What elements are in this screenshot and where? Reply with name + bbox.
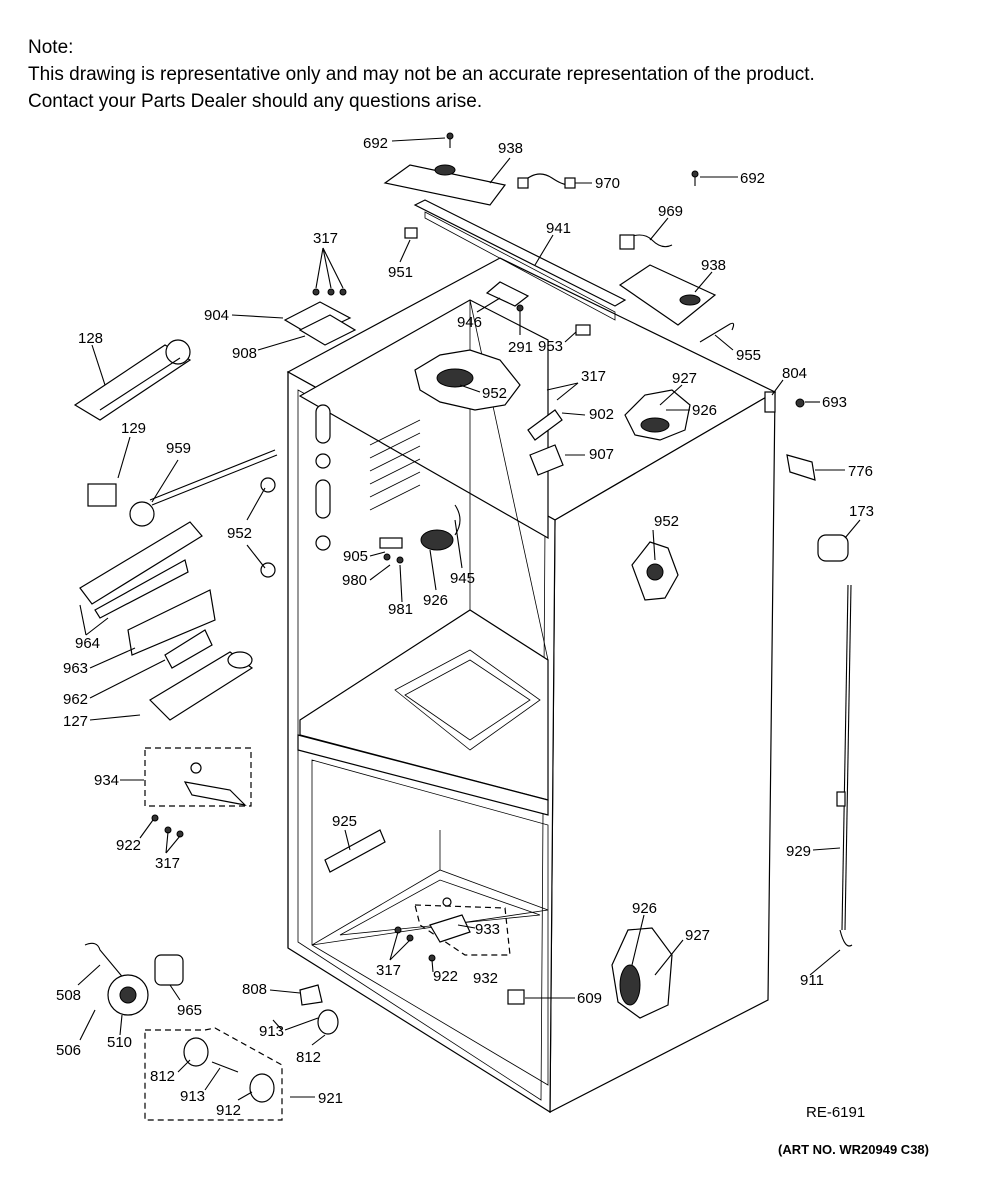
callout-905: 905 [343,548,368,565]
callout-692: 692 [363,135,388,152]
freezer-parts [299,829,525,1006]
callout-926: 926 [423,592,448,609]
callout-980: 980 [342,572,367,589]
callout-964: 964 [75,635,100,652]
right-side-parts [611,454,853,1019]
callout-508: 508 [56,987,81,1004]
callout-804: 804 [782,365,807,382]
callout-955: 955 [736,347,761,364]
callout-952: 952 [227,525,252,542]
callout-959: 959 [166,440,191,457]
callout-922: 922 [433,968,458,985]
callout-925: 925 [332,813,357,830]
reference-code: RE-6191 [806,1104,865,1121]
callout-693: 693 [822,394,847,411]
left-side-parts [73,339,461,721]
callout-907: 907 [589,446,614,463]
leader-lines [77,137,861,1101]
callout-963: 963 [63,660,88,677]
callout-952: 952 [482,385,507,402]
callout-labels: 692 938 970 692 969 941 317 951 938 904 … [56,135,874,1119]
callout-317: 317 [376,962,401,979]
callout-969: 969 [658,203,683,220]
callout-921: 921 [318,1090,343,1107]
callout-317: 317 [155,855,180,872]
callout-962: 962 [63,691,88,708]
callout-904: 904 [204,307,229,324]
callout-934: 934 [94,772,119,789]
callout-692: 692 [740,170,765,187]
callout-953: 953 [538,338,563,355]
callout-981: 981 [388,601,413,618]
group-934 [144,747,252,838]
note-line-2: Contact your Parts Dealer should any que… [28,91,483,112]
callout-922: 922 [116,837,141,854]
art-number: (ART NO. WR20949 C38) [778,1142,929,1157]
callout-929: 929 [786,843,811,860]
callout-902: 902 [589,406,614,423]
callout-911: 911 [800,972,824,989]
note-heading: Note: [28,37,74,58]
callout-951: 951 [388,264,413,281]
callout-812: 812 [150,1068,175,1085]
callout-945: 945 [450,570,475,587]
callout-510: 510 [107,1034,132,1051]
bottom-left-parts [84,942,339,1121]
callout-609: 609 [577,990,602,1007]
callout-291: 291 [508,339,533,356]
callout-941: 941 [546,220,571,237]
note-block: Note: This drawing is representative onl… [28,34,815,115]
callout-908: 908 [232,345,257,362]
callout-927: 927 [672,370,697,387]
callout-965: 965 [177,1002,202,1019]
callout-933: 933 [475,921,500,938]
callout-927: 927 [685,927,710,944]
callout-317: 317 [581,368,606,385]
callout-970: 970 [595,175,620,192]
callout-317: 317 [313,230,338,247]
callout-913: 913 [259,1023,284,1040]
callout-932: 932 [473,970,498,987]
callout-926: 926 [692,402,717,419]
callout-808: 808 [242,981,267,998]
callout-129: 129 [121,420,146,437]
callout-926: 926 [632,900,657,917]
callout-938: 938 [498,140,523,157]
top-parts [283,132,805,476]
refrigerator-cabinet [286,257,777,1114]
callout-776: 776 [848,463,873,480]
callout-173: 173 [849,503,874,520]
callout-912: 912 [216,1102,241,1119]
callout-952: 952 [654,513,679,530]
callout-938: 938 [701,257,726,274]
note-line-1: This drawing is representative only and … [28,64,815,85]
callout-812: 812 [296,1049,321,1066]
callout-946: 946 [457,314,482,331]
callout-913: 913 [180,1088,205,1105]
callout-128: 128 [78,330,103,347]
callout-127: 127 [63,713,88,730]
callout-506: 506 [56,1042,81,1059]
